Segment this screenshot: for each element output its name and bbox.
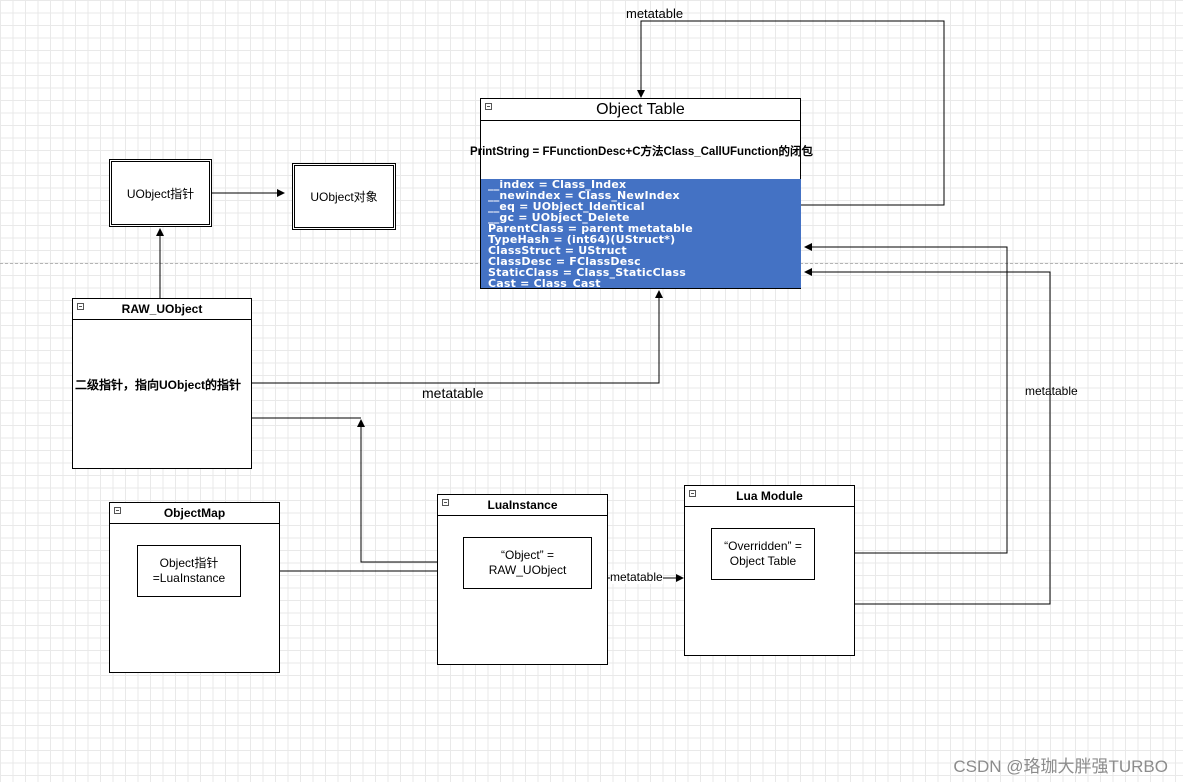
uobject-object-label: UObject对象 bbox=[310, 190, 378, 204]
raw-uobject-header: RAW_UObject bbox=[73, 299, 251, 320]
uobject-object-node: UObject对象 bbox=[292, 163, 396, 230]
raw-uobject-title: RAW_UObject bbox=[121, 302, 203, 316]
lua-instance: LuaInstance “Object” = RAW_UObject bbox=[437, 494, 608, 665]
edge-label-instance-to-module: metatable bbox=[610, 570, 663, 584]
object-table-field-list: __index = Class_Index __newindex = Class… bbox=[481, 179, 801, 288]
field-row: ClassDesc = FClassDesc bbox=[488, 255, 641, 268]
field-row: __newindex = Class_NewIndex bbox=[488, 189, 680, 202]
lua-instance-entry-line2: RAW_UObject bbox=[488, 563, 567, 577]
watermark: CSDN @珞珈大胖强TURBO bbox=[953, 757, 1168, 776]
field-row: ClassStruct = UStruct bbox=[488, 244, 627, 257]
object-map-header: ObjectMap bbox=[110, 503, 279, 524]
collapse-icon[interactable] bbox=[114, 507, 121, 514]
lua-module-header: Lua Module bbox=[685, 486, 854, 507]
edge-module-to-table bbox=[804, 268, 1051, 605]
edge-instance-to-raw-a bbox=[357, 419, 463, 563]
edge-label-module-to-table: metatable bbox=[1025, 384, 1078, 398]
object-map-title: ObjectMap bbox=[163, 506, 226, 520]
raw-uobject: RAW_UObject 二级指针，指向UObject的指针 bbox=[72, 298, 252, 469]
object-map-entry-line1: Object指针 bbox=[159, 556, 219, 570]
field-row: StaticClass = Class_StaticClass bbox=[488, 266, 686, 279]
collapse-icon[interactable] bbox=[689, 490, 696, 497]
collapse-icon[interactable] bbox=[485, 103, 492, 110]
field-row: TypeHash = (int64)(UStruct*) bbox=[488, 233, 676, 246]
field-row: __gc = UObject_Delete bbox=[488, 211, 630, 224]
edge-table-self-metatable bbox=[637, 20, 945, 206]
object-table-header: Object Table bbox=[481, 99, 800, 121]
object-map: ObjectMap Object指针 =LuaInstance bbox=[109, 502, 280, 673]
raw-uobject-text: 二级指针，指向UObject的指针 bbox=[75, 378, 242, 392]
uobject-pointer-node: UObject指针 bbox=[109, 159, 212, 227]
object-map-entry-line2: =LuaInstance bbox=[152, 571, 226, 585]
object-map-entry: Object指针 =LuaInstance bbox=[137, 545, 241, 597]
edge-label-raw-to-table: metatable bbox=[422, 385, 484, 401]
object-table-description: PrintString = FFunctionDesc+C方法Class_Cal… bbox=[469, 146, 814, 158]
field-row: ParentClass = parent metatable bbox=[488, 222, 693, 235]
field-row: __eq = UObject_Identical bbox=[488, 200, 645, 213]
lua-instance-header: LuaInstance bbox=[438, 495, 607, 516]
edge-label-top: metatable bbox=[626, 6, 684, 21]
lua-module-entry-line1: “Overridden” = bbox=[724, 539, 802, 553]
lua-instance-title: LuaInstance bbox=[487, 498, 558, 512]
lua-instance-entry: “Object” = RAW_UObject bbox=[463, 537, 592, 589]
collapse-icon[interactable] bbox=[77, 303, 84, 310]
object-table: Object Table PrintString = FFunctionDesc… bbox=[470, 98, 813, 289]
lua-module-title: Lua Module bbox=[736, 489, 803, 503]
lua-module: Lua Module “Overridden” = Object Table bbox=[684, 485, 855, 656]
field-row: Cast = Class_Cast bbox=[488, 277, 601, 288]
field-row: __index = Class_Index bbox=[488, 179, 627, 191]
uobject-pointer-label: UObject指针 bbox=[126, 186, 195, 201]
lua-module-entry: “Overridden” = Object Table bbox=[711, 528, 815, 580]
lua-module-entry-line2: Object Table bbox=[729, 554, 797, 568]
collapse-icon[interactable] bbox=[442, 499, 449, 506]
edge-raw-to-table bbox=[252, 290, 663, 384]
object-table-title: Object Table bbox=[596, 100, 685, 118]
edge-module-overridden-to-table bbox=[804, 243, 1008, 554]
lua-instance-entry-line1: “Object” = bbox=[500, 548, 554, 562]
